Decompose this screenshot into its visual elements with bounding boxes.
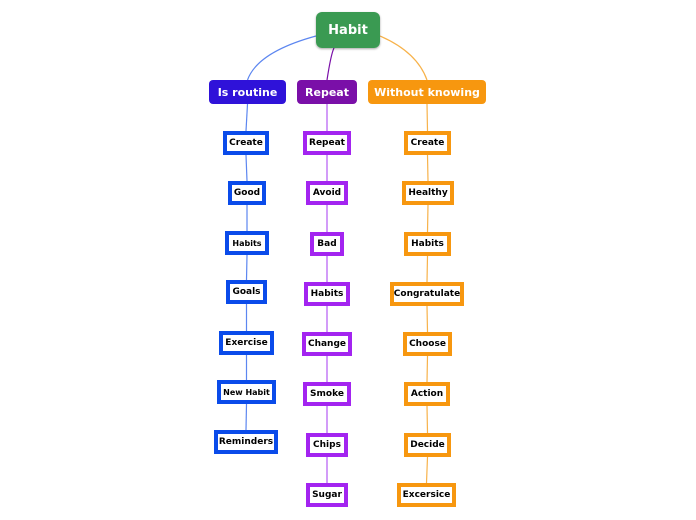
leaf-sugar[interactable]: Sugar bbox=[306, 483, 348, 507]
leaf-habits[interactable]: Habits bbox=[404, 232, 451, 256]
leaf-habits[interactable]: Habits bbox=[304, 282, 350, 306]
leaf-good[interactable]: Good bbox=[228, 181, 266, 205]
leaf-healthy[interactable]: Healthy bbox=[402, 181, 454, 205]
leaf-chips[interactable]: Chips bbox=[306, 433, 348, 457]
branch-without-knowing[interactable]: Without knowing bbox=[368, 80, 486, 104]
leaf-action[interactable]: Action bbox=[404, 382, 450, 406]
leaf-habits[interactable]: Habits bbox=[225, 231, 269, 255]
root-node-habit[interactable]: Habit bbox=[316, 12, 380, 48]
leaf-bad[interactable]: Bad bbox=[310, 232, 344, 256]
leaf-decide[interactable]: Decide bbox=[404, 433, 451, 457]
leaf-exercise[interactable]: Exercise bbox=[219, 331, 274, 355]
branch-repeat[interactable]: Repeat bbox=[297, 80, 357, 104]
leaf-excersice[interactable]: Excersice bbox=[397, 483, 456, 507]
leaf-avoid[interactable]: Avoid bbox=[306, 181, 348, 205]
leaf-change[interactable]: Change bbox=[302, 332, 352, 356]
leaf-create[interactable]: Create bbox=[404, 131, 451, 155]
leaf-goals[interactable]: Goals bbox=[226, 280, 267, 304]
leaf-repeat[interactable]: Repeat bbox=[303, 131, 351, 155]
leaf-smoke[interactable]: Smoke bbox=[303, 382, 351, 406]
leaf-new-habit[interactable]: New Habit bbox=[217, 380, 276, 404]
branch-is-routine[interactable]: Is routine bbox=[209, 80, 286, 104]
leaf-create[interactable]: Create bbox=[223, 131, 269, 155]
leaf-congratulate[interactable]: Congratulate bbox=[390, 282, 464, 306]
leaf-reminders[interactable]: Reminders bbox=[214, 430, 278, 454]
leaf-choose[interactable]: Choose bbox=[403, 332, 452, 356]
